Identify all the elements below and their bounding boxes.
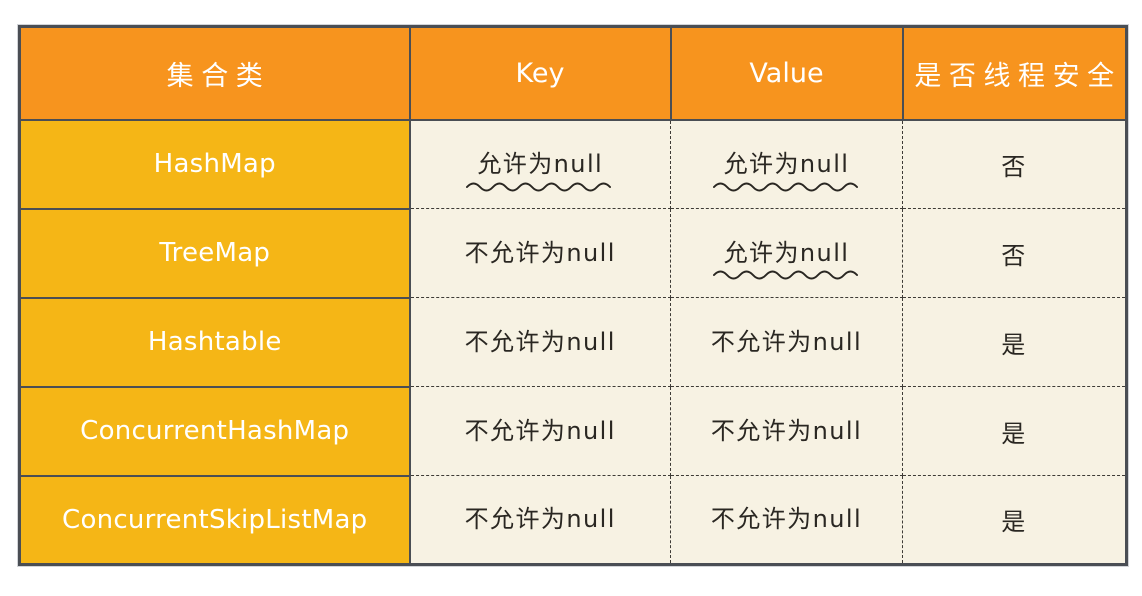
value-text: 不允许为null [710, 416, 863, 445]
key-text: 不允许为null [464, 327, 616, 356]
key-text: 不允许为null [464, 505, 616, 534]
header-row: 集合类 Key Value 是否线程安全 [18, 25, 1128, 121]
row-name: Hashtable [18, 296, 411, 388]
value-cell: 不允许为null [670, 475, 903, 565]
table-row: TreeMap 不允许为null 允许为null 否 [18, 207, 1127, 299]
table-row: HashMap 允许为null 允许为null 否 [18, 118, 1127, 210]
row-name: ConcurrentSkipListMap [18, 474, 411, 566]
key-text: 不允许为null [464, 238, 616, 267]
value-cell: 允许为null [670, 119, 903, 209]
thread-safe-cell: 是 [902, 475, 1127, 565]
wavy-underline [712, 182, 858, 192]
value-text: 允许为null [723, 238, 850, 267]
value-cell: 不允许为null [670, 386, 903, 476]
value-text: 不允许为null [710, 327, 863, 356]
key-cell: 允许为null [409, 119, 671, 209]
key-text: 不允许为null [464, 416, 616, 445]
key-cell: 不允许为null [409, 475, 671, 565]
value-text: 不允许为null [710, 505, 863, 534]
column-header-key: Key [408, 25, 672, 121]
row-name: ConcurrentHashMap [18, 385, 411, 477]
value-text: 允许为null [723, 149, 850, 178]
table-row: Hashtable 不允许为null 不允许为null 是 [18, 296, 1127, 388]
key-cell: 不允许为null [409, 297, 671, 387]
row-name: TreeMap [18, 207, 411, 299]
thread-safe-cell: 是 [902, 386, 1127, 476]
key-text: 允许为null [477, 149, 604, 178]
thread-safe-cell: 是 [902, 297, 1127, 387]
column-header-value: Value [669, 25, 904, 121]
key-cell: 不允许为null [409, 386, 671, 476]
column-header-thread-safe: 是否线程安全 [901, 25, 1128, 121]
wavy-underline [466, 182, 612, 192]
key-cell: 不允许为null [409, 208, 671, 298]
thread-safe-cell: 否 [902, 208, 1127, 298]
row-name: HashMap [18, 118, 411, 210]
value-cell: 允许为null [670, 208, 903, 298]
table-row: ConcurrentHashMap 不允许为null 不允许为null 是 [18, 385, 1127, 477]
wavy-underline [712, 270, 858, 280]
thread-safe-cell: 否 [902, 119, 1127, 209]
table-row: ConcurrentSkipListMap 不允许为null 不允许为null … [18, 474, 1127, 566]
column-header-collection-class: 集合类 [18, 25, 411, 121]
map-comparison-table: 集合类 Key Value 是否线程安全 HashMap 允许为null 允许为… [17, 24, 1129, 567]
value-cell: 不允许为null [670, 297, 903, 387]
